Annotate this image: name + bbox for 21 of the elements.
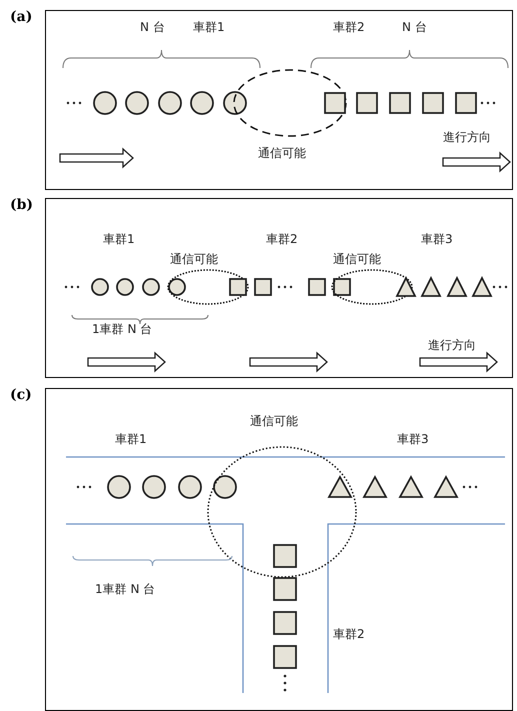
annotation-text: 進行方向	[428, 338, 476, 352]
panel-label: (c)	[10, 388, 32, 402]
annotation-text: 車群3	[421, 232, 453, 246]
panel-label: (a)	[10, 10, 32, 24]
annotation-text: 車群3	[397, 432, 429, 446]
annotation-text: 1車群 N 台	[92, 322, 152, 336]
annotation-text: 車群2	[333, 20, 365, 34]
panel-label: (b)	[10, 198, 34, 212]
annotation-text: 車群2	[266, 232, 298, 246]
annotation-text: N 台	[402, 20, 427, 34]
annotation-text: 車群1	[193, 20, 225, 34]
annotation-text: 進行方向	[443, 130, 491, 144]
annotation-text: 車群2	[333, 627, 365, 641]
annotation-text: 通信可能	[333, 252, 381, 266]
annotation-text: 車群1	[115, 432, 147, 446]
annotation-text: 通信可能	[258, 146, 306, 160]
annotation-text: N 台	[140, 20, 165, 34]
annotation-text: 通信可能	[170, 252, 218, 266]
annotation-text: 車群1	[103, 232, 135, 246]
annotation-text: 通信可能	[250, 414, 298, 428]
annotation-text: 1車群 N 台	[95, 582, 156, 596]
